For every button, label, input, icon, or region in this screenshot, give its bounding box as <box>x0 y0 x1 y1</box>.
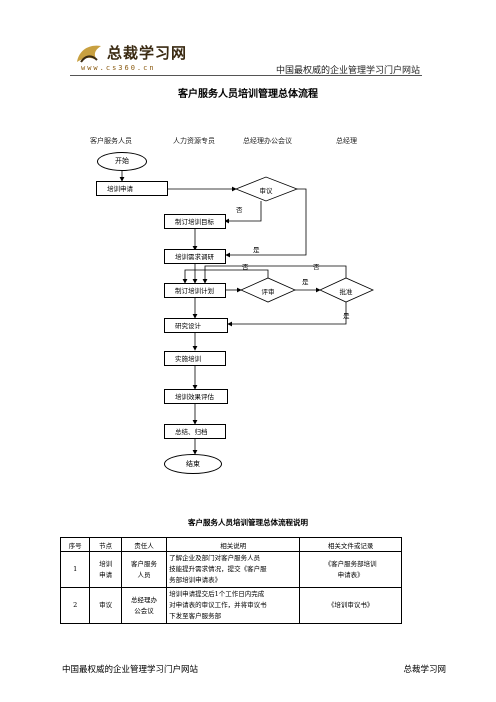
step-make-training-plan: 制订培训计划 <box>164 283 226 298</box>
table-header-row: 序号 节点 责任人 相关说明 相关文件或记录 <box>59 537 402 552</box>
edge-label-review-no: 否 <box>236 206 243 214</box>
footer-left-text: 中国最权威的企业管理学习门户网站 <box>62 665 199 675</box>
row-node: 培训申请 <box>89 551 122 588</box>
step-summary-archive: 总结、归档 <box>164 424 226 439</box>
row-documents: 《客户服务部培训申请表》 <box>299 551 402 588</box>
edge-label-approve-no: 否 <box>313 263 320 271</box>
decision-approve-shape <box>319 277 374 303</box>
lane-hr-specialist: 人力资源专员 <box>173 137 215 145</box>
lane-general-manager: 总经理 <box>336 137 357 145</box>
step-training-application: 培训申请 <box>96 181 168 196</box>
step-evaluate-effect: 培训效果评估 <box>164 389 228 404</box>
row-description: 培训申请提交后1个工作日内完成对申请表的审议工作，并将审议书下发至客户服务部 <box>166 587 301 624</box>
col-header-documents: 相关文件或记录 <box>299 537 402 552</box>
decision-review-label: 审议 <box>259 187 273 195</box>
logo-text: 总裁学习网 <box>107 44 188 62</box>
decision-approve-label: 批准 <box>339 288 353 296</box>
col-header-number: 序号 <box>59 537 91 552</box>
edge-label-assess-yes: 是 <box>302 278 309 286</box>
row-documents: 《培训审议书》 <box>299 587 402 624</box>
row-number: 2 <box>59 587 91 624</box>
col-header-node: 节点 <box>89 537 122 552</box>
lane-gm-meeting: 总经理办公会议 <box>243 137 292 145</box>
decision-assess-shape <box>240 277 296 303</box>
site-tagline: 中国最权威的企业管理学习门户网站 <box>275 66 420 76</box>
step-set-training-goal: 制订培训目标 <box>164 214 226 229</box>
decision-assess-label: 评审 <box>261 288 275 296</box>
edge-label-assess-no: 否 <box>242 263 249 271</box>
row-owner: 客户服务人员 <box>120 551 168 588</box>
table-row: 1 培训申请 客户服务人员 了解企业及部门对客户服务人员技能提升需求情况，提交《… <box>59 551 402 588</box>
step-implement-training: 实施培训 <box>164 351 226 366</box>
table-title: 客户服务人员培训管理总体流程说明 <box>188 518 308 527</box>
row-node: 审议 <box>89 587 122 624</box>
decision-review-shape <box>234 176 299 202</box>
header-divider <box>70 75 422 76</box>
edge-label-approve-yes: 是 <box>343 312 350 320</box>
start-terminal: 开始 <box>97 152 147 171</box>
row-owner: 总经理办公会议 <box>120 587 168 624</box>
document-title: 客户服务人员培训管理总体流程 <box>178 89 318 100</box>
logo-url: www.cs360.cn <box>81 64 156 72</box>
col-header-description: 相关说明 <box>166 537 301 552</box>
footer-right-text: 总裁学习网 <box>403 665 446 675</box>
logo-mark-icon <box>77 45 101 63</box>
row-number: 1 <box>59 551 91 588</box>
row-description: 了解企业及部门对客户服务人员技能提升需求情况，提交《客户服务部培训申请表》 <box>166 551 301 588</box>
process-description-table: 序号 节点 责任人 相关说明 相关文件或记录 1 培训申请 客户服务人员 了解企… <box>59 537 402 624</box>
logo: 总裁学习网 www.cs360.cn <box>75 40 195 76</box>
step-needs-survey: 培训需求调研 <box>164 249 226 264</box>
end-terminal: 结束 <box>164 454 222 474</box>
edge-label-review-yes: 是 <box>253 246 260 254</box>
table-row: 2 审议 总经理办公会议 培训申请提交后1个工作日内完成对申请表的审议工作，并将… <box>59 587 402 624</box>
col-header-owner: 责任人 <box>120 537 168 552</box>
step-research-design: 研究设计 <box>164 318 228 333</box>
lane-customer-service: 客户服务人员 <box>90 137 132 145</box>
